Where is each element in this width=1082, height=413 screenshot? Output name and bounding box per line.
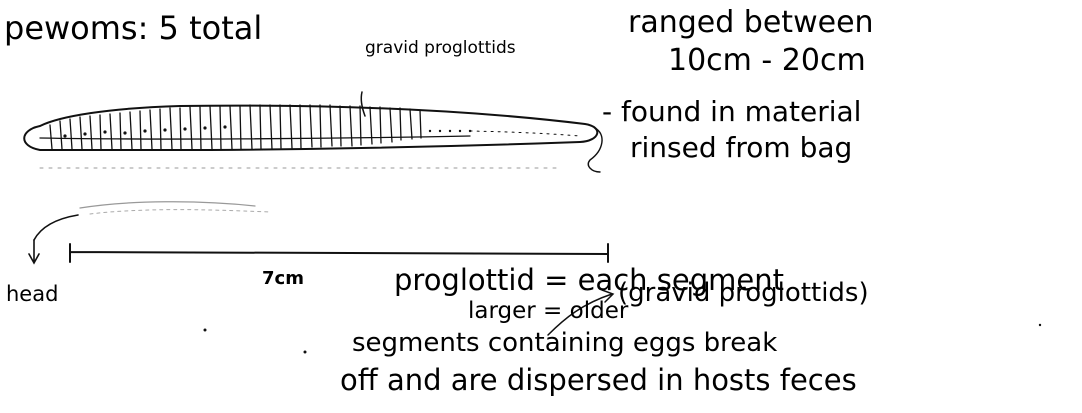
head-curve	[33, 214, 79, 241]
older-arrow	[547, 289, 615, 336]
gravid-pointer	[360, 91, 366, 117]
worm-midline	[39, 135, 471, 140]
found-line2: rinsed from bag	[630, 131, 853, 164]
head-arrow	[28, 239, 40, 265]
length-bar	[69, 243, 609, 263]
worm-tail	[469, 130, 581, 137]
worm-head-faint	[79, 201, 256, 209]
segments-line2: off and are dispersed in hosts feces	[340, 363, 857, 397]
segments-line1: segments containing eggs break	[352, 328, 778, 358]
stray-dot	[1038, 323, 1042, 327]
ranged-line1: ranged between	[628, 5, 874, 40]
worm-tail-end	[587, 127, 603, 173]
gravid-paren-label: (gravid proglottids)	[618, 278, 869, 308]
length-label: 7cm	[262, 268, 304, 289]
worm-head-faint-2	[89, 209, 271, 215]
found-line1: - found in material	[602, 95, 862, 128]
page-title: pewoms: 5 total	[4, 9, 263, 47]
stray-dot	[203, 328, 207, 332]
larger-older-label: larger = older	[468, 298, 629, 324]
segment-marks	[49, 104, 422, 150]
head-label: head	[6, 282, 59, 306]
gravid-label: gravid proglottids	[365, 38, 516, 58]
proglottid-definition: proglottid = each segment	[394, 263, 784, 297]
stray-dot	[303, 350, 307, 354]
ranged-line2: 10cm - 20cm	[668, 43, 866, 78]
segment-dots	[63, 125, 472, 138]
